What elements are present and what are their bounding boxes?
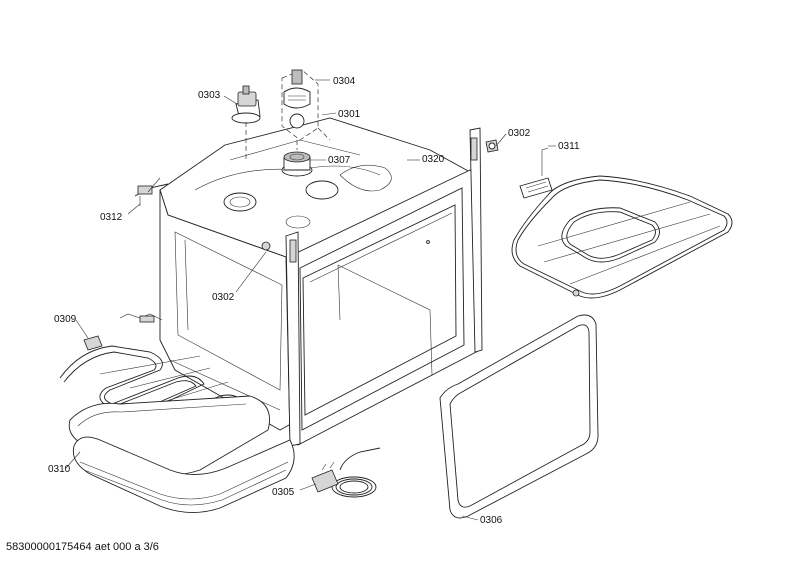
- label-0303: 0303: [198, 90, 221, 101]
- label-0302-mid: 0302: [212, 292, 235, 303]
- label-0309: 0309: [54, 314, 77, 325]
- grill-heating-element: [511, 147, 733, 299]
- leader-lines: [65, 79, 556, 521]
- label-0305: 0305: [272, 487, 295, 498]
- temperature-sensor: [134, 177, 169, 206]
- selector-switch: [281, 69, 319, 141]
- document-id: 58300000175464 aet 000 a 3/6: [6, 541, 159, 553]
- mounting-bolt-right: [485, 139, 499, 153]
- part-labels: 0304 0303 0301 0307 0320 0302 0311 0312 …: [48, 76, 580, 526]
- label-0312: 0312: [100, 212, 123, 223]
- door-gasket: [439, 314, 599, 519]
- label-0307: 0307: [328, 155, 351, 166]
- label-0301: 0301: [338, 109, 361, 120]
- label-0304: 0304: [333, 76, 356, 87]
- label-0310: 0310: [48, 464, 71, 475]
- label-0311: 0311: [558, 141, 580, 152]
- label-0302-top: 0302: [508, 128, 531, 139]
- control-thermostat: [231, 85, 261, 160]
- oven-cavity: [159, 117, 471, 431]
- power-cable: [311, 447, 381, 498]
- insulation-mats: [68, 395, 295, 513]
- label-0320: 0320: [422, 154, 445, 165]
- label-0306: 0306: [480, 515, 503, 526]
- lamp-holder: [281, 127, 331, 177]
- front-frame: [285, 127, 483, 447]
